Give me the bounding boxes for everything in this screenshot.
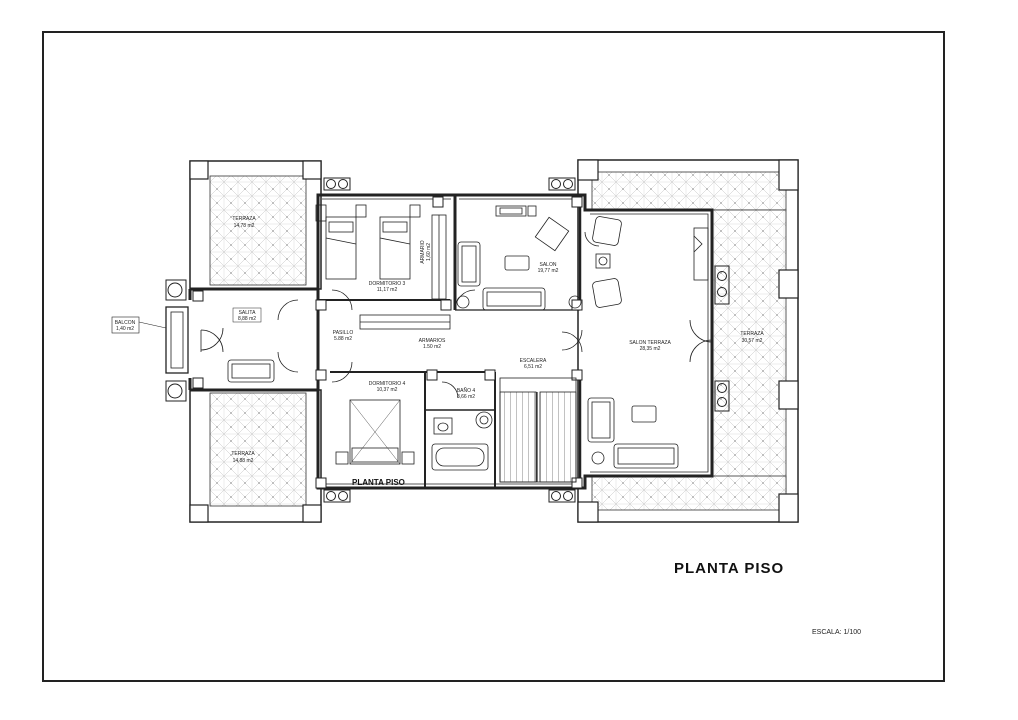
svg-text:8,88 m2: 8,88 m2 — [238, 316, 256, 322]
svg-text:1.50 m2: 1.50 m2 — [423, 344, 441, 350]
columns — [192, 196, 583, 489]
svg-text:8,66 m2: 8,66 m2 — [457, 394, 475, 400]
balcon — [138, 279, 189, 402]
svg-text:5.88 m2: 5.88 m2 — [334, 336, 352, 342]
house-walls — [188, 193, 714, 490]
label-bano: BAÑO 48,66 m2 — [457, 387, 476, 400]
svg-text:DORMITORIO 4: DORMITORIO 4 — [369, 381, 406, 387]
terraza-nw — [189, 160, 322, 290]
svg-text:10,37 m2: 10,37 m2 — [377, 387, 398, 393]
label-dormitorio3: DORMITORIO 311,17 m2 — [369, 281, 406, 293]
svg-text:6,51 m2: 6,51 m2 — [524, 364, 542, 370]
svg-text:TERRAZA: TERRAZA — [232, 216, 256, 222]
svg-text:11,17 m2: 11,17 m2 — [377, 287, 398, 293]
doors — [200, 231, 713, 399]
label-dormitorio4: DORMITORIO 410,37 m2 — [369, 381, 406, 393]
svg-text:30,57 m2: 30,57 m2 — [742, 338, 763, 344]
svg-text:28,35 m2: 28,35 m2 — [640, 346, 661, 352]
svg-text:SALON TERRAZA: SALON TERRAZA — [629, 340, 671, 346]
svg-text:ARMARIOS: ARMARIOS — [419, 338, 446, 344]
svg-text:TERRAZA: TERRAZA — [740, 331, 764, 337]
plan-caption: PLANTA PISO — [352, 478, 405, 487]
svg-text:ESCALERA: ESCALERA — [520, 358, 547, 364]
svg-text:19,77 m2: 19,77 m2 — [538, 268, 559, 274]
svg-text:ARMARIO: ARMARIO — [420, 240, 426, 263]
drawing-sheet-border — [42, 31, 945, 682]
svg-text:PASILLO: PASILLO — [333, 330, 354, 336]
svg-text:TERRAZA: TERRAZA — [231, 451, 255, 457]
svg-text:SALITA: SALITA — [239, 310, 257, 316]
svg-text:14,88 m2: 14,88 m2 — [233, 458, 254, 464]
sheet-title: PLANTA PISO — [674, 560, 785, 577]
planters — [323, 177, 730, 503]
terraza-e — [577, 159, 799, 523]
svg-text:1,40 m2: 1,40 m2 — [116, 326, 134, 332]
scale-label: ESCALA: 1/100 — [812, 629, 862, 636]
furniture — [227, 204, 709, 483]
svg-text:DORMITORIO 3: DORMITORIO 3 — [369, 281, 406, 287]
svg-text:SALON: SALON — [540, 262, 557, 268]
svg-text:14,78 m2: 14,78 m2 — [234, 223, 255, 229]
svg-text:1,60 m2: 1,60 m2 — [426, 243, 432, 261]
svg-text:BALCON: BALCON — [115, 320, 136, 326]
svg-text:BAÑO 4: BAÑO 4 — [457, 387, 476, 394]
